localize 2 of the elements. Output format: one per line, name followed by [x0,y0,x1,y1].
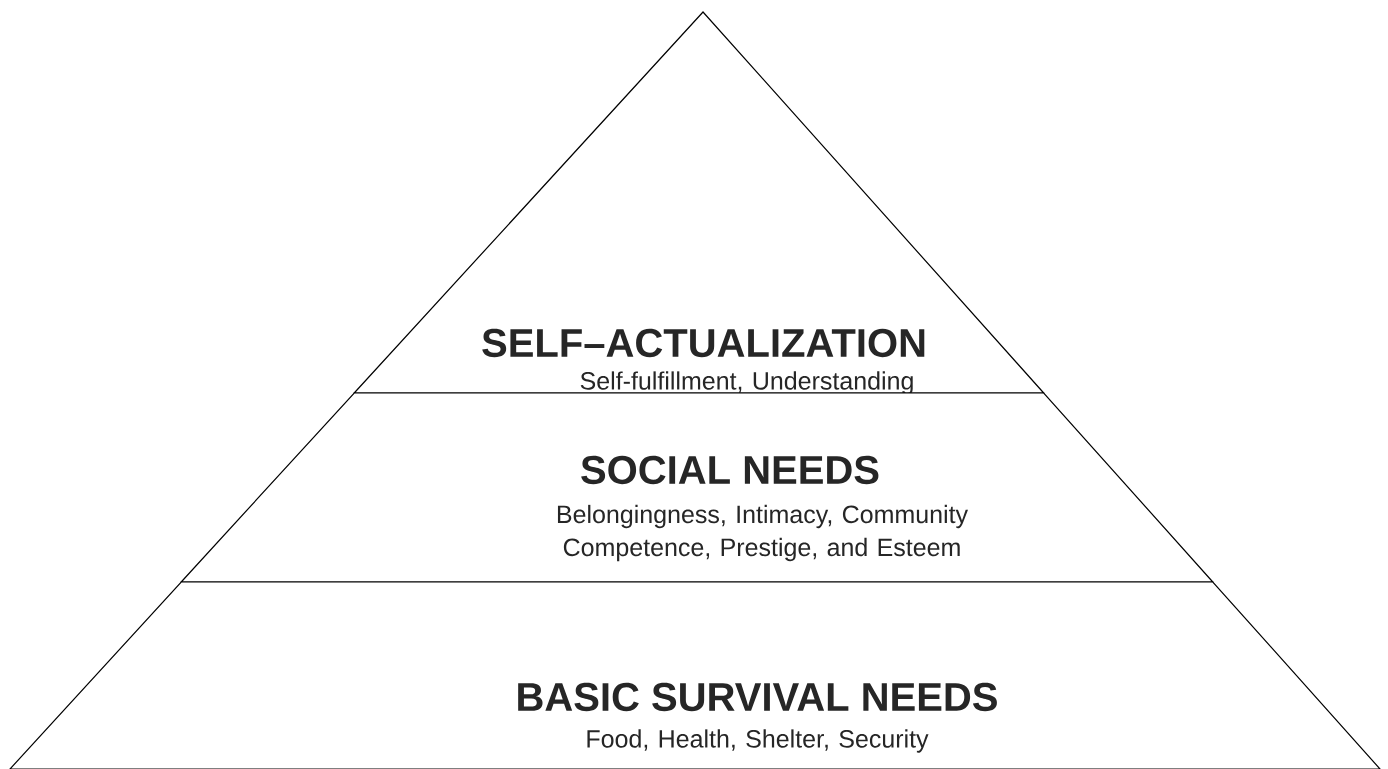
node-label: Food, Health, Shelter, Security [587,729,929,753]
node-label: BASIC SURVIVAL NEEDS [518,682,997,712]
